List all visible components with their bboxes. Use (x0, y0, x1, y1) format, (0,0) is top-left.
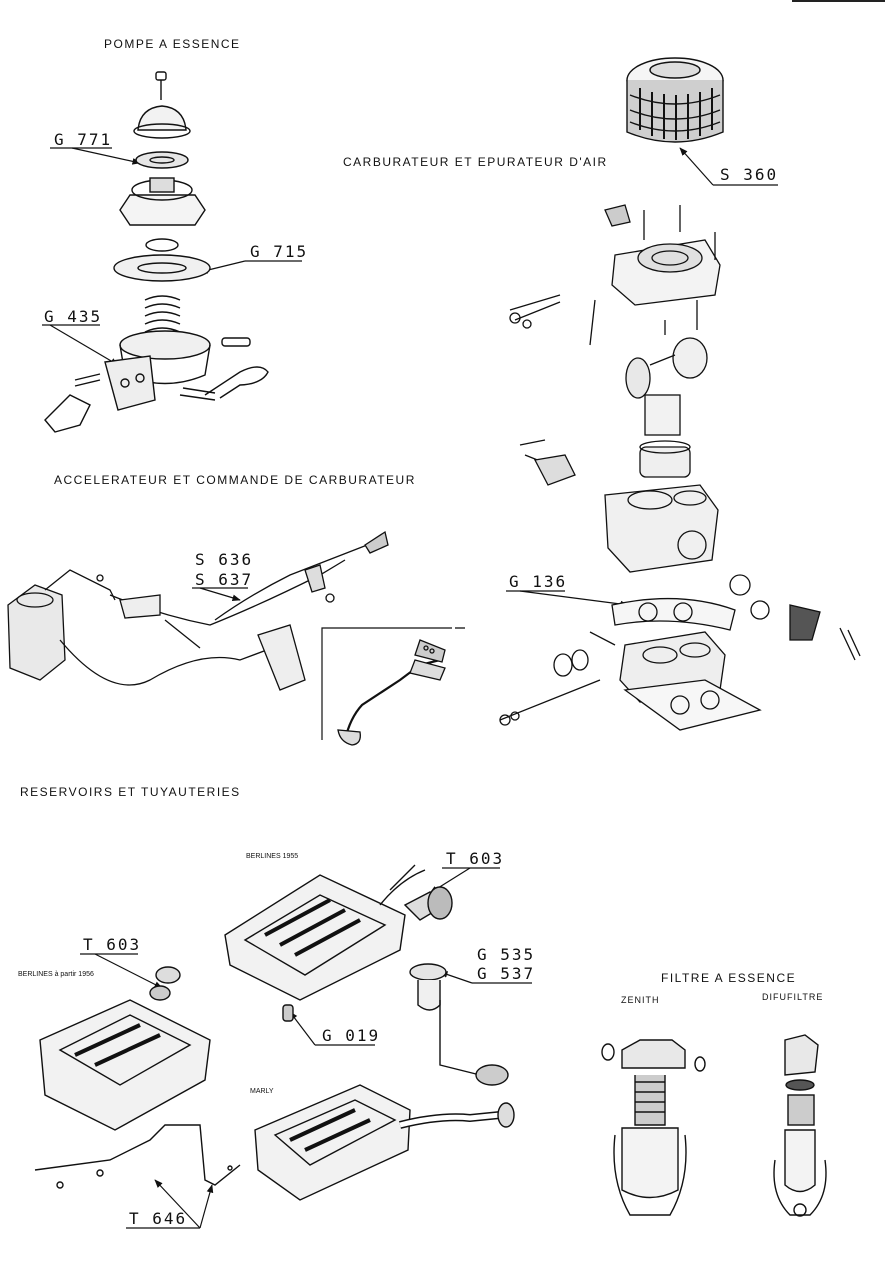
section-title-reservoirs: RESERVOIRS ET TUYAUTERIES (20, 785, 241, 799)
carburettor-drawing (499, 204, 861, 731)
label-berlines-1956: BERLINES à partir 1956 (18, 971, 94, 978)
section-title-accelerateur: ACCELERATEUR ET COMMANDE DE CARBURATEUR (54, 473, 416, 487)
fuel-tanks-drawing (34, 864, 515, 1201)
fuel-pump-drawing (44, 71, 269, 433)
callout-g535: G 535 (477, 945, 536, 964)
accelerator-linkage-drawing (7, 530, 389, 691)
callout-s360: S 360 (720, 165, 779, 184)
top-edge-line (792, 0, 885, 2)
air-filter-drawing (626, 57, 724, 143)
fuel-filters-drawing (601, 1034, 827, 1217)
label-berlines-1955: BERLINES 1955 (246, 853, 299, 860)
callout-s637: S 637 (195, 570, 254, 589)
section-title-filtre: FILTRE A ESSENCE (661, 971, 797, 985)
callout-g435: G 435 (44, 307, 103, 326)
label-difufiltre: DIFUFILTRE (762, 992, 824, 1002)
callout-g019: G 019 (322, 1026, 381, 1045)
pedal-inset-drawing (321, 627, 465, 746)
callout-t603-top: T 603 (446, 849, 505, 868)
callout-t603-left: T 603 (83, 935, 142, 954)
callout-g771: G 771 (54, 130, 113, 149)
callout-g136: G 136 (509, 572, 568, 591)
callout-s636: S 636 (195, 550, 254, 569)
label-marly: MARLY (250, 1088, 274, 1095)
callout-g537: G 537 (477, 964, 536, 983)
label-zenith: ZENITH (621, 995, 660, 1005)
callout-g715: G 715 (250, 242, 309, 261)
callout-t646: T 646 (129, 1209, 188, 1228)
section-title-carburateur: CARBURATEUR ET EPURATEUR D'AIR (343, 155, 608, 169)
section-title-pompe: POMPE A ESSENCE (104, 37, 241, 51)
